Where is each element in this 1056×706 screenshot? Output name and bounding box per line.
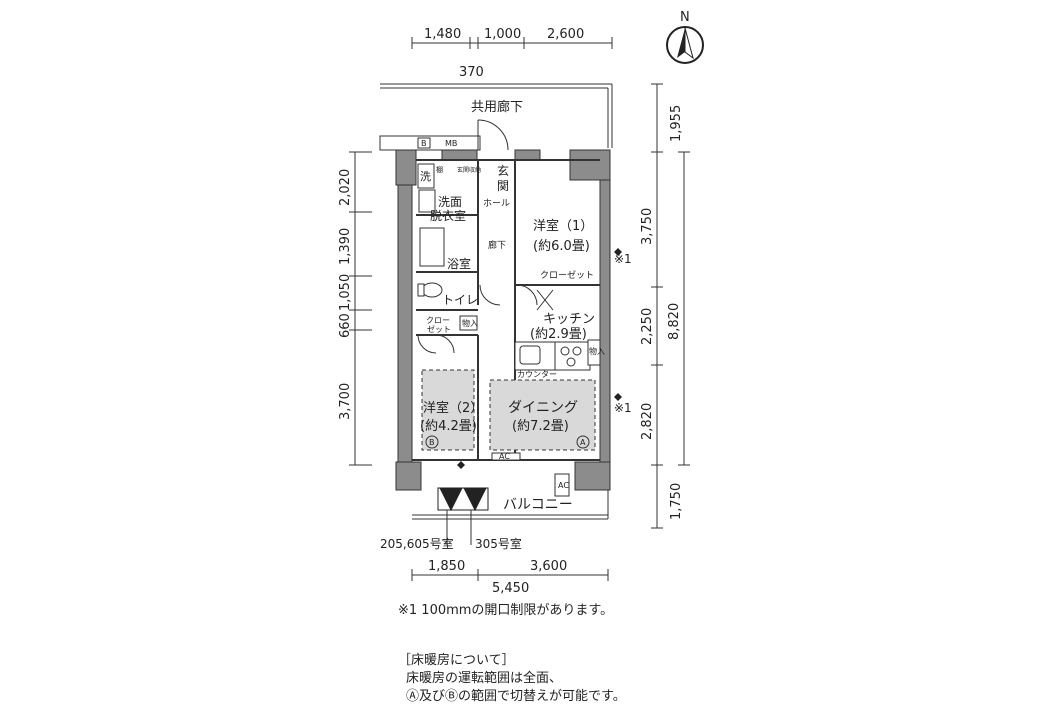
unit-right-label: 305号室 [475,536,522,551]
balcony-outline [412,490,609,520]
floor-heating-zones [421,369,596,451]
linen-label: 棚 [436,165,443,174]
window-mark-1: ※1 [614,252,632,266]
left-dimensions [349,151,372,466]
storage2-label: 物入 [589,346,605,356]
bath-label: 浴室 [447,256,471,271]
top-dimensions [411,37,613,49]
meter-box [379,135,481,151]
zone-b-circle [425,435,439,449]
dim-left-3700: 3,700 [338,383,353,420]
fixtures [417,163,601,497]
ac1-label: AC [499,452,510,461]
emergency-hatch-icon [437,487,489,512]
dim-bottom-3600: 3,600 [530,559,567,574]
window-markers [457,248,622,469]
leader-lines [446,510,472,545]
shoe-storage-label: 玄関収納 [457,166,481,174]
bottom-dimensions [411,569,609,581]
dim-left-1390: 1,390 [338,228,353,265]
dining-name: ダイニング [508,400,578,416]
dim-bottom-1850: 1,850 [428,559,465,574]
western1-name: 洋室（1） [533,218,593,234]
entrance-label-2: 関 [497,179,509,193]
hall-label: ホール [483,198,510,209]
dim-left-1050: 1,050 [338,274,353,311]
storage1-label: 物入 [462,318,478,328]
unit-left-label: 205,605号室 [380,536,454,551]
dim-right-1955: 1,955 [669,105,684,142]
balcony-label: バルコニー [503,497,573,513]
closet1-label: クローゼット [540,269,594,281]
closet-small-label-2: ゼット [427,324,451,334]
toilet-label: トイレ [442,293,478,307]
western2-size: (約4.2畳) [420,419,477,434]
washroom-label-2: 脱衣室 [430,208,466,223]
right-dimensions [651,83,690,529]
door-swings [417,119,554,354]
counter-label: カウンター [517,370,557,379]
zone-b-label: B [429,438,435,447]
mb-b-label: B [421,139,427,148]
common-corridor [380,83,613,148]
compass-label: N [680,10,690,25]
floor-heat-line2: Ⓐ及びⒷの範囲で切替えが可能です。 [406,689,626,704]
dim-right-8820: 8,820 [667,303,682,340]
hallway-label: 廊下 [488,239,506,251]
floor-heat-title: ［床暖房について］ [398,653,515,668]
dim-top-1000: 1,000 [484,27,521,42]
kitchen-size: (約2.9畳) [530,327,587,342]
dim-right-2250: 2,250 [640,308,655,345]
dim-right-3750: 3,750 [640,208,655,245]
wash-label: 洗 [420,170,431,183]
dim-left-2020: 2,020 [338,169,353,206]
walls [395,149,611,491]
window-mark-2: ※1 [614,401,632,415]
floor-heat-line1: 床暖房の運転範囲は全面、 [406,671,563,686]
western2-name: 洋室（2） [423,400,483,416]
mb-label: MB [445,139,457,148]
washroom-label-1: 洗面 [438,195,462,209]
dim-bottom-5450: 5,450 [492,581,529,596]
zone-a-circle [576,435,590,449]
north-compass-icon [666,26,704,64]
dim-top-1480: 1,480 [424,27,461,42]
closet-small-label-1: クロー [426,316,450,325]
western1-size: (約6.0畳) [533,239,590,254]
zone-a-label: A [580,438,586,447]
kitchen-name: キッチン [543,312,595,327]
dim-left-660: 660 [338,313,353,338]
entrance-label-1: 玄 [497,163,509,178]
ac2-label: AC [558,481,569,490]
restriction-note: ※1 100mmの開口制限があります。 [398,603,614,618]
corridor-label: 共用廊下 [471,99,523,115]
dim-top-2600: 2,600 [547,27,584,42]
dim-right-1750: 1,750 [669,483,684,520]
dim-top-370: 370 [459,65,484,80]
dining-size: (約7.2畳) [512,419,569,434]
dim-right-2820: 2,820 [640,403,655,440]
